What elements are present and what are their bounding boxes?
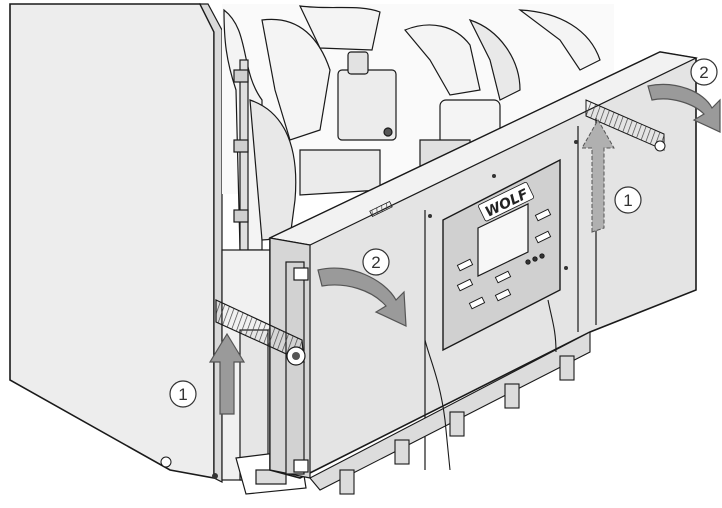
control-button: [456, 258, 474, 272]
callout-circle: 1: [169, 380, 197, 408]
screw-head: [212, 473, 218, 479]
control-button: [534, 230, 552, 244]
callout-number: 1: [178, 385, 187, 404]
control-button: [468, 296, 486, 310]
panel-base-feet: [309, 331, 591, 495]
curved-arrow-left: [317, 267, 407, 327]
screw-head: [160, 456, 172, 468]
callout-circle: 1: [614, 186, 642, 214]
callout-number: 2: [371, 253, 380, 272]
display-screen: [477, 203, 529, 277]
callout-number: 1: [623, 191, 632, 210]
callout-circle: 2: [690, 58, 718, 86]
control-button: [456, 278, 474, 292]
left-hinge-strip: [285, 261, 309, 475]
control-button: [494, 288, 512, 302]
callout-number: 2: [699, 63, 708, 82]
left-latch-bar: [215, 299, 306, 366]
upward-arrow-right: [581, 118, 615, 233]
control-button: [534, 208, 552, 222]
control-buttons: [456, 208, 552, 310]
panel-screws: [428, 140, 578, 270]
upward-arrow-left: [208, 332, 246, 415]
curved-arrow-right: [647, 83, 721, 133]
callout-circle: 2: [362, 248, 390, 276]
panel-styling-line: [547, 299, 557, 353]
control-button: [494, 270, 512, 284]
vent-slot: [369, 200, 393, 218]
right-latch-bar: [585, 99, 666, 152]
panel-styling-line: [424, 339, 451, 471]
